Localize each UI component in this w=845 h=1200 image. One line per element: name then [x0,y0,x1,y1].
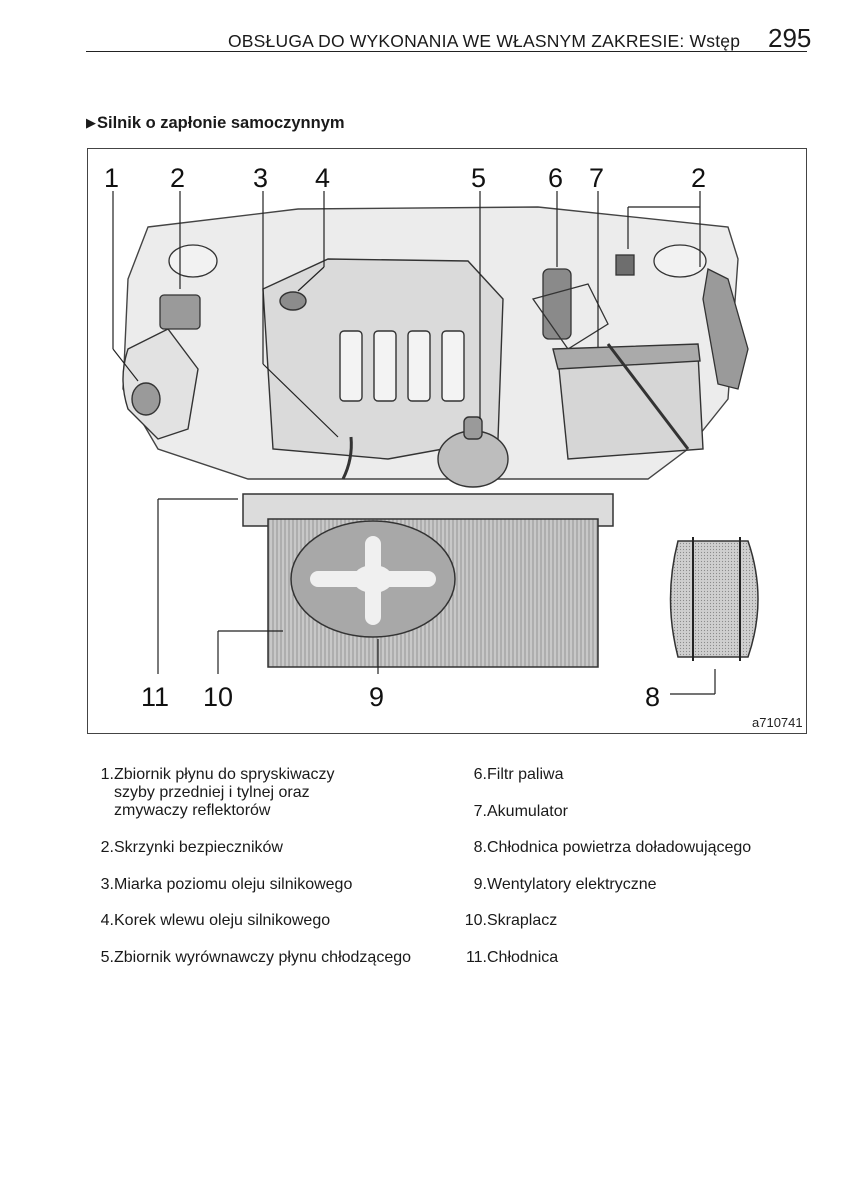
section-heading-text: Silnik o zapłonie samoczynnym [97,114,345,132]
legend-num: 8. [473,839,487,856]
callout-7: 7 [589,163,604,193]
callout-5: 5 [471,163,486,193]
section-heading: ▶Silnik o zapłonie samoczynnym [86,114,345,133]
engine-diagram: 1 2 3 4 5 6 7 2 11 10 9 8 a710741 [104,163,803,730]
legend-num: 2. [100,839,114,856]
callout-2-right: 2 [691,163,706,193]
legend-num: 1. [100,766,114,783]
legend-text: Skrzynki bezpieczników [114,839,283,856]
page-header-title: OBSŁUGA DO WYKONANIA WE WŁASNYM ZAKRESIE… [228,31,741,51]
legend-num: 7. [473,802,487,820]
callout-leader-lines [112,191,716,695]
legend-num: 10. [464,912,487,929]
callout-9: 9 [369,682,384,712]
legend-text: Korek wlewu oleju silnikowego [114,912,331,929]
legend-text: Filtr paliwa [487,766,564,783]
legend-text: Akumulator [487,802,568,820]
legend-text: Zbiornik wyrównawczy płynu chłodzącego [114,948,412,966]
callout-4: 4 [315,163,330,193]
legend-item-1: 1. Zbiornik płynu do spryskiwaczy szyby … [101,766,411,839]
legend-num: 9. [473,875,487,893]
legend-text: Miarka poziomu oleju silnikowego [114,875,353,893]
radiator-assembly [242,493,614,668]
washer-reservoir [122,328,199,440]
callout-10: 10 [203,682,233,712]
legend-text: Wentylatory elektryczne [487,875,657,893]
engine-compartment-figure: 1 2 3 4 5 6 7 2 11 10 9 8 a710741 [87,148,807,734]
legend-item-6: 6. Filtr paliwa [474,766,751,803]
legend-text: Chłodnica [487,948,559,966]
callout-3: 3 [253,163,268,193]
legend-item-10: 10. Skraplacz [465,912,751,949]
triangle-bullet-icon: ▶ [86,115,96,130]
fuse-box-left [159,244,218,330]
legend-item-4: 4. Korek wlewu oleju silnikowego [101,912,411,949]
legend-left-column: 1. Zbiornik płynu do spryskiwaczy szyby … [101,766,412,986]
legend-item-11: 11. Chłodnica [466,948,751,986]
header-rule [86,51,807,52]
callout-8: 8 [645,682,660,712]
legend-text: Chłodnica powietrza doładowującego [487,839,752,856]
legend-num: 4. [100,912,114,929]
engine-cover [262,258,504,480]
fuse-box-right [615,244,749,390]
callout-1: 1 [104,163,119,193]
legend-item-8: 8. Chłodnica powietrza doładowującego [474,839,752,876]
coolant-reservoir [437,416,509,488]
legend-num: 5. [100,948,114,966]
legend-item-9: 9. Wentylatory elektryczne [474,875,751,913]
page-number: 295 [768,23,812,53]
battery [552,343,704,460]
callout-2: 2 [170,163,185,193]
legend-num: 3. [100,875,114,893]
legend-text: Zbiornik płynu do spryskiwaczy szyby prz… [114,766,335,819]
legend-num: 6. [473,766,487,783]
callout-6: 6 [548,163,563,193]
callout-11: 11 [141,682,169,712]
fuel-filter [531,268,609,350]
legend-item-3: 3. Miarka poziomu oleju silnikowego [101,875,411,913]
figure-code: a710741 [752,715,803,730]
legend-item-5: 5. Zbiornik wyrównawczy płynu chłodząceg… [101,948,412,986]
legend-text: Skraplacz [487,912,558,929]
legend-item-2: 2. Skrzynki bezpieczników [101,839,411,876]
legend-item-7: 7. Akumulator [474,802,751,840]
legend-right-column: 6. Filtr paliwa 7. Akumulator 8. Chłodni… [465,766,752,986]
legend-num: 11. [465,948,487,966]
intercooler [669,537,759,661]
